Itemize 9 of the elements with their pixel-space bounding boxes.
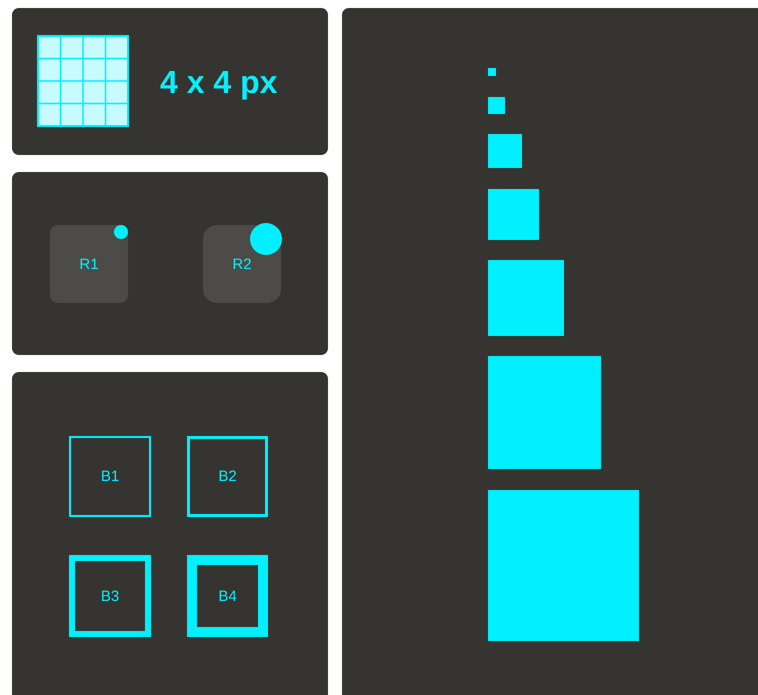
outlined-square: B3	[69, 555, 151, 637]
outlined-square: B2	[187, 436, 268, 517]
rounded-tile	[203, 225, 281, 303]
size-label: 4 x 4 px	[160, 64, 278, 101]
rounded-tile	[50, 225, 128, 303]
tile-label: R1	[78, 256, 100, 273]
outlined-square: B4	[187, 555, 268, 637]
tile-label: R2	[231, 256, 253, 273]
outlined-square: B1	[69, 436, 151, 517]
